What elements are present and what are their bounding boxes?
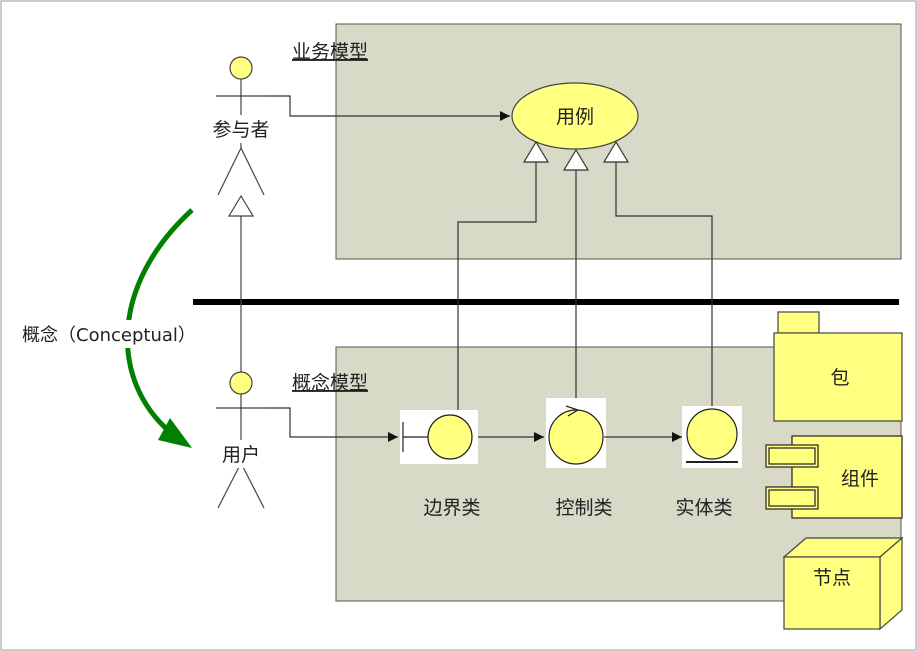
stick-figure-icon (216, 371, 266, 509)
control-class-icon (548, 405, 604, 465)
use-case-ellipse (511, 82, 639, 150)
concept-label: 概念（Conceptual） (22, 324, 196, 346)
business-model-box (335, 23, 902, 260)
boundary-realization-arrowhead (522, 140, 550, 163)
component: 组件 (765, 435, 903, 519)
control-realization-arrowhead (562, 148, 590, 171)
conceptual-model-title: 概念模型 (292, 371, 368, 394)
actor-user-label: 用户 (222, 444, 260, 466)
entity-realization-line (615, 162, 713, 410)
package-label: 包 (830, 367, 849, 389)
package-icon (773, 311, 903, 422)
concept-label-bg (20, 320, 204, 348)
node: 节点 (782, 536, 904, 631)
actor-participant-label: 参与者 (212, 119, 269, 141)
actor-user: 用户 (216, 371, 266, 509)
boundary-class-label: 边界类 (423, 497, 480, 519)
entity-class-icon (686, 408, 738, 463)
entity-class: 实体类 (675, 406, 742, 519)
realization-lines (457, 162, 713, 412)
user-label-bg (218, 440, 264, 468)
user-to-boundary-link (266, 407, 398, 442)
node-label: 节点 (813, 567, 851, 589)
business-model-title: 业务模型 (292, 41, 368, 63)
node-icon (782, 536, 904, 631)
boundary-realization-line (457, 162, 537, 412)
control-class-label: 控制类 (555, 497, 612, 519)
boundary-class-icon (402, 414, 473, 460)
component-icon (765, 435, 903, 519)
generalization-actor (227, 194, 255, 372)
business-model-panel: 业务模型 (292, 23, 902, 260)
participant-to-usecase-link (266, 95, 510, 121)
boundary-class: 边界类 (400, 410, 481, 519)
actor-label-bg (212, 115, 272, 143)
package: 包 (773, 311, 903, 422)
entity-class-label: 实体类 (675, 497, 732, 519)
conceptual-arrowhead (158, 418, 192, 448)
generalization-arrowhead (227, 194, 255, 217)
component-label: 组件 (841, 468, 879, 490)
actor-participant: 参与者 (212, 56, 272, 196)
use-case-label: 用例 (556, 106, 594, 128)
control-class: 控制类 (546, 398, 613, 519)
use-case: 用例 (511, 82, 639, 150)
entity-realization-arrowhead (602, 140, 630, 163)
